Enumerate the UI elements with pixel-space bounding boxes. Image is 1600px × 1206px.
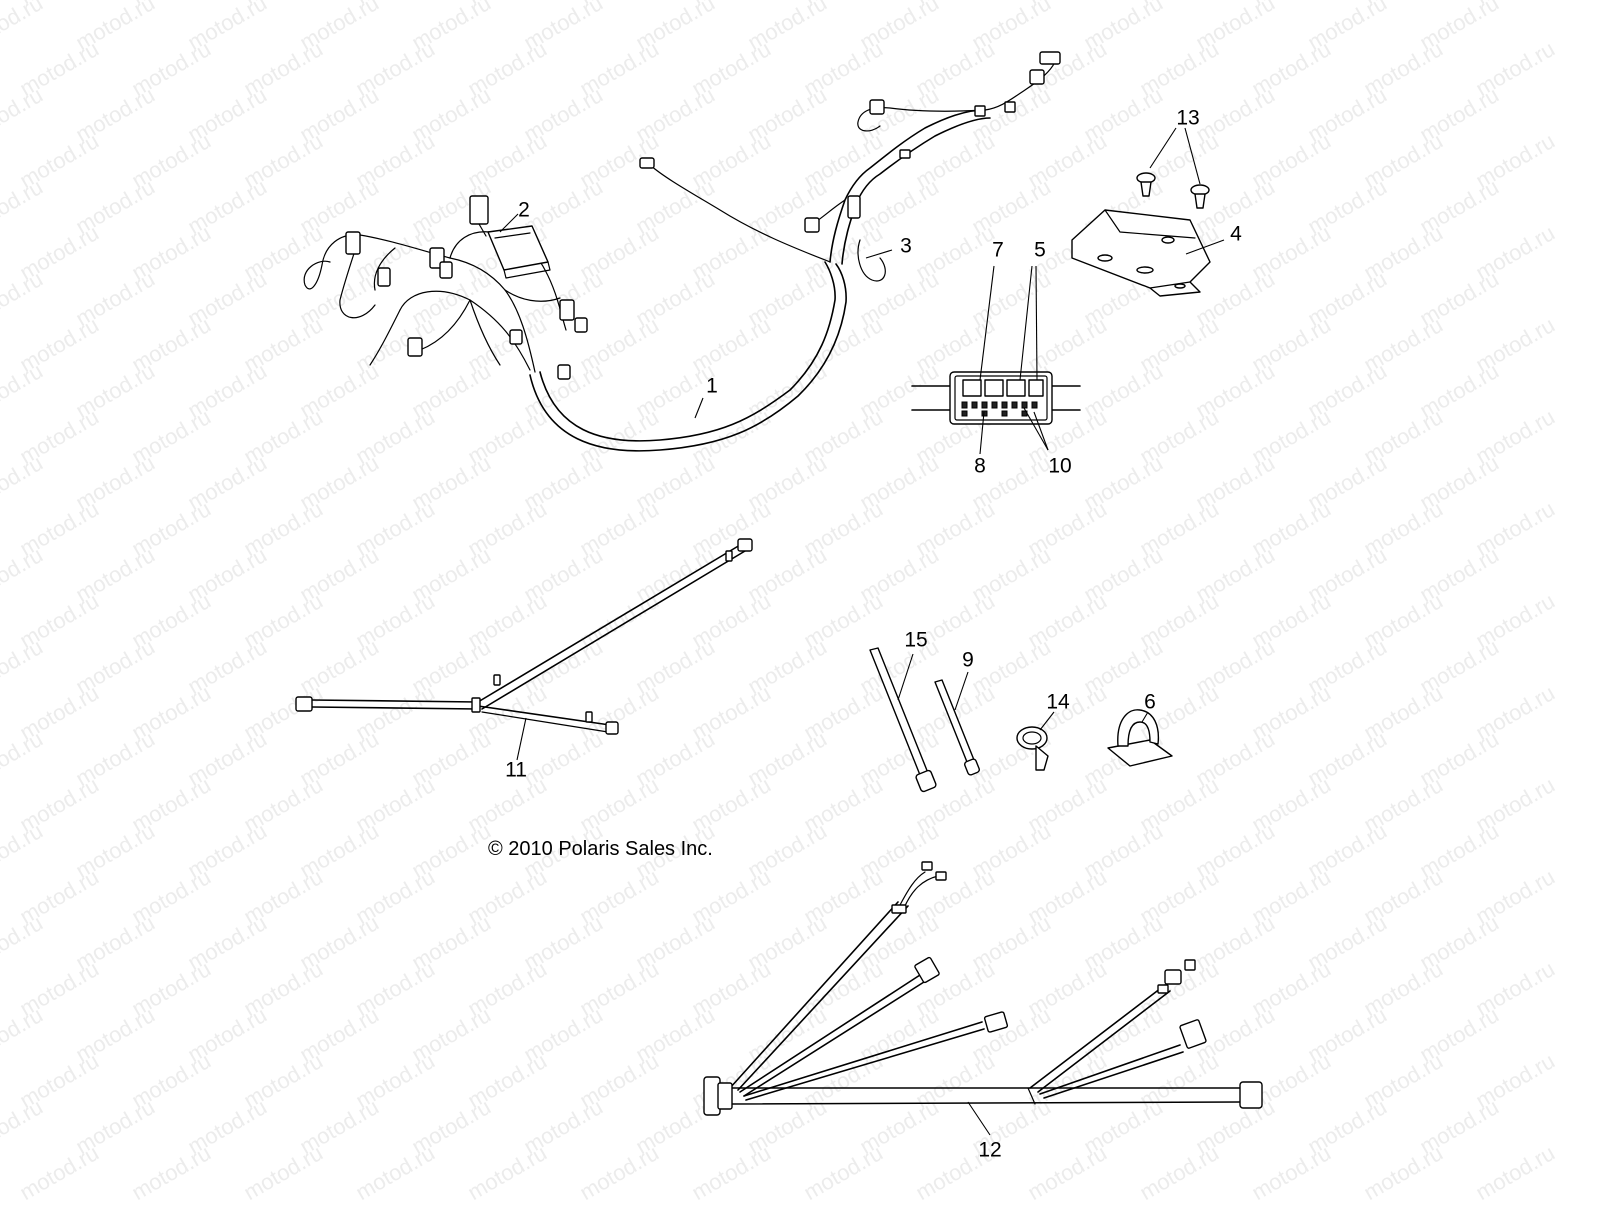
connector xyxy=(345,231,361,255)
connector xyxy=(574,317,588,333)
connector xyxy=(407,337,423,357)
push-rivets[interactable] xyxy=(1136,172,1210,209)
tie xyxy=(585,711,593,723)
main-wire-harness[interactable] xyxy=(303,157,847,452)
connector xyxy=(469,195,489,225)
callout-5[interactable]: 5 xyxy=(1034,238,1046,262)
tie xyxy=(1004,101,1016,113)
connector xyxy=(295,696,313,712)
ecm-module[interactable] xyxy=(469,195,551,279)
tie xyxy=(471,697,481,713)
callout-13[interactable]: 13 xyxy=(1176,106,1200,130)
cable-tie-small[interactable] xyxy=(934,679,980,776)
tie xyxy=(493,674,501,686)
connector xyxy=(1164,969,1182,985)
connector xyxy=(1184,959,1196,971)
connector xyxy=(605,721,619,735)
tie xyxy=(899,149,911,159)
fuse xyxy=(961,401,1038,417)
relay xyxy=(962,379,1044,397)
y-harness[interactable] xyxy=(295,538,753,735)
callout-8[interactable]: 8 xyxy=(974,454,986,478)
connector xyxy=(737,538,753,552)
callout-2[interactable]: 2 xyxy=(518,198,530,222)
relay-box[interactable] xyxy=(911,371,1081,425)
harness-clip[interactable] xyxy=(1107,709,1173,767)
callout-10[interactable]: 10 xyxy=(1048,454,1072,478)
connector xyxy=(557,364,571,380)
callout-1[interactable]: 1 xyxy=(706,374,718,398)
connector xyxy=(935,871,947,881)
accessory-harness[interactable] xyxy=(703,861,1263,1116)
callout-12[interactable]: 12 xyxy=(978,1138,1002,1162)
connector xyxy=(1179,1019,1207,1049)
copyright-notice: © 2010 Polaris Sales Inc. xyxy=(488,838,713,860)
connector xyxy=(559,299,575,321)
callout-15[interactable]: 15 xyxy=(904,628,928,652)
connector xyxy=(1239,1081,1263,1109)
leader-lines xyxy=(499,127,1225,1136)
connector xyxy=(847,195,861,219)
tie xyxy=(1157,984,1169,994)
loop-clamp[interactable] xyxy=(1016,726,1049,771)
mounting-bracket[interactable] xyxy=(1071,209,1211,297)
tie xyxy=(725,550,733,562)
connector xyxy=(1039,51,1061,65)
connector xyxy=(509,329,523,345)
tie xyxy=(891,904,907,914)
cable-tie-large[interactable] xyxy=(869,647,937,793)
connector xyxy=(377,267,391,287)
connector xyxy=(439,261,453,279)
callout-4[interactable]: 4 xyxy=(1230,222,1242,246)
connector xyxy=(869,99,885,115)
callout-6[interactable]: 6 xyxy=(1144,690,1156,714)
callout-9[interactable]: 9 xyxy=(962,648,974,672)
tie xyxy=(974,105,986,117)
connector xyxy=(983,1011,1009,1033)
connector xyxy=(1029,69,1045,85)
connector xyxy=(717,1082,733,1110)
connector xyxy=(639,157,655,169)
callout-14[interactable]: 14 xyxy=(1046,690,1070,714)
callout-7[interactable]: 7 xyxy=(992,238,1004,262)
callout-11[interactable]: 11 xyxy=(505,758,527,782)
connector xyxy=(804,217,820,233)
harness-branch[interactable] xyxy=(804,51,1061,282)
connector xyxy=(914,956,940,984)
connector xyxy=(921,861,933,871)
callout-3[interactable]: 3 xyxy=(900,234,912,258)
